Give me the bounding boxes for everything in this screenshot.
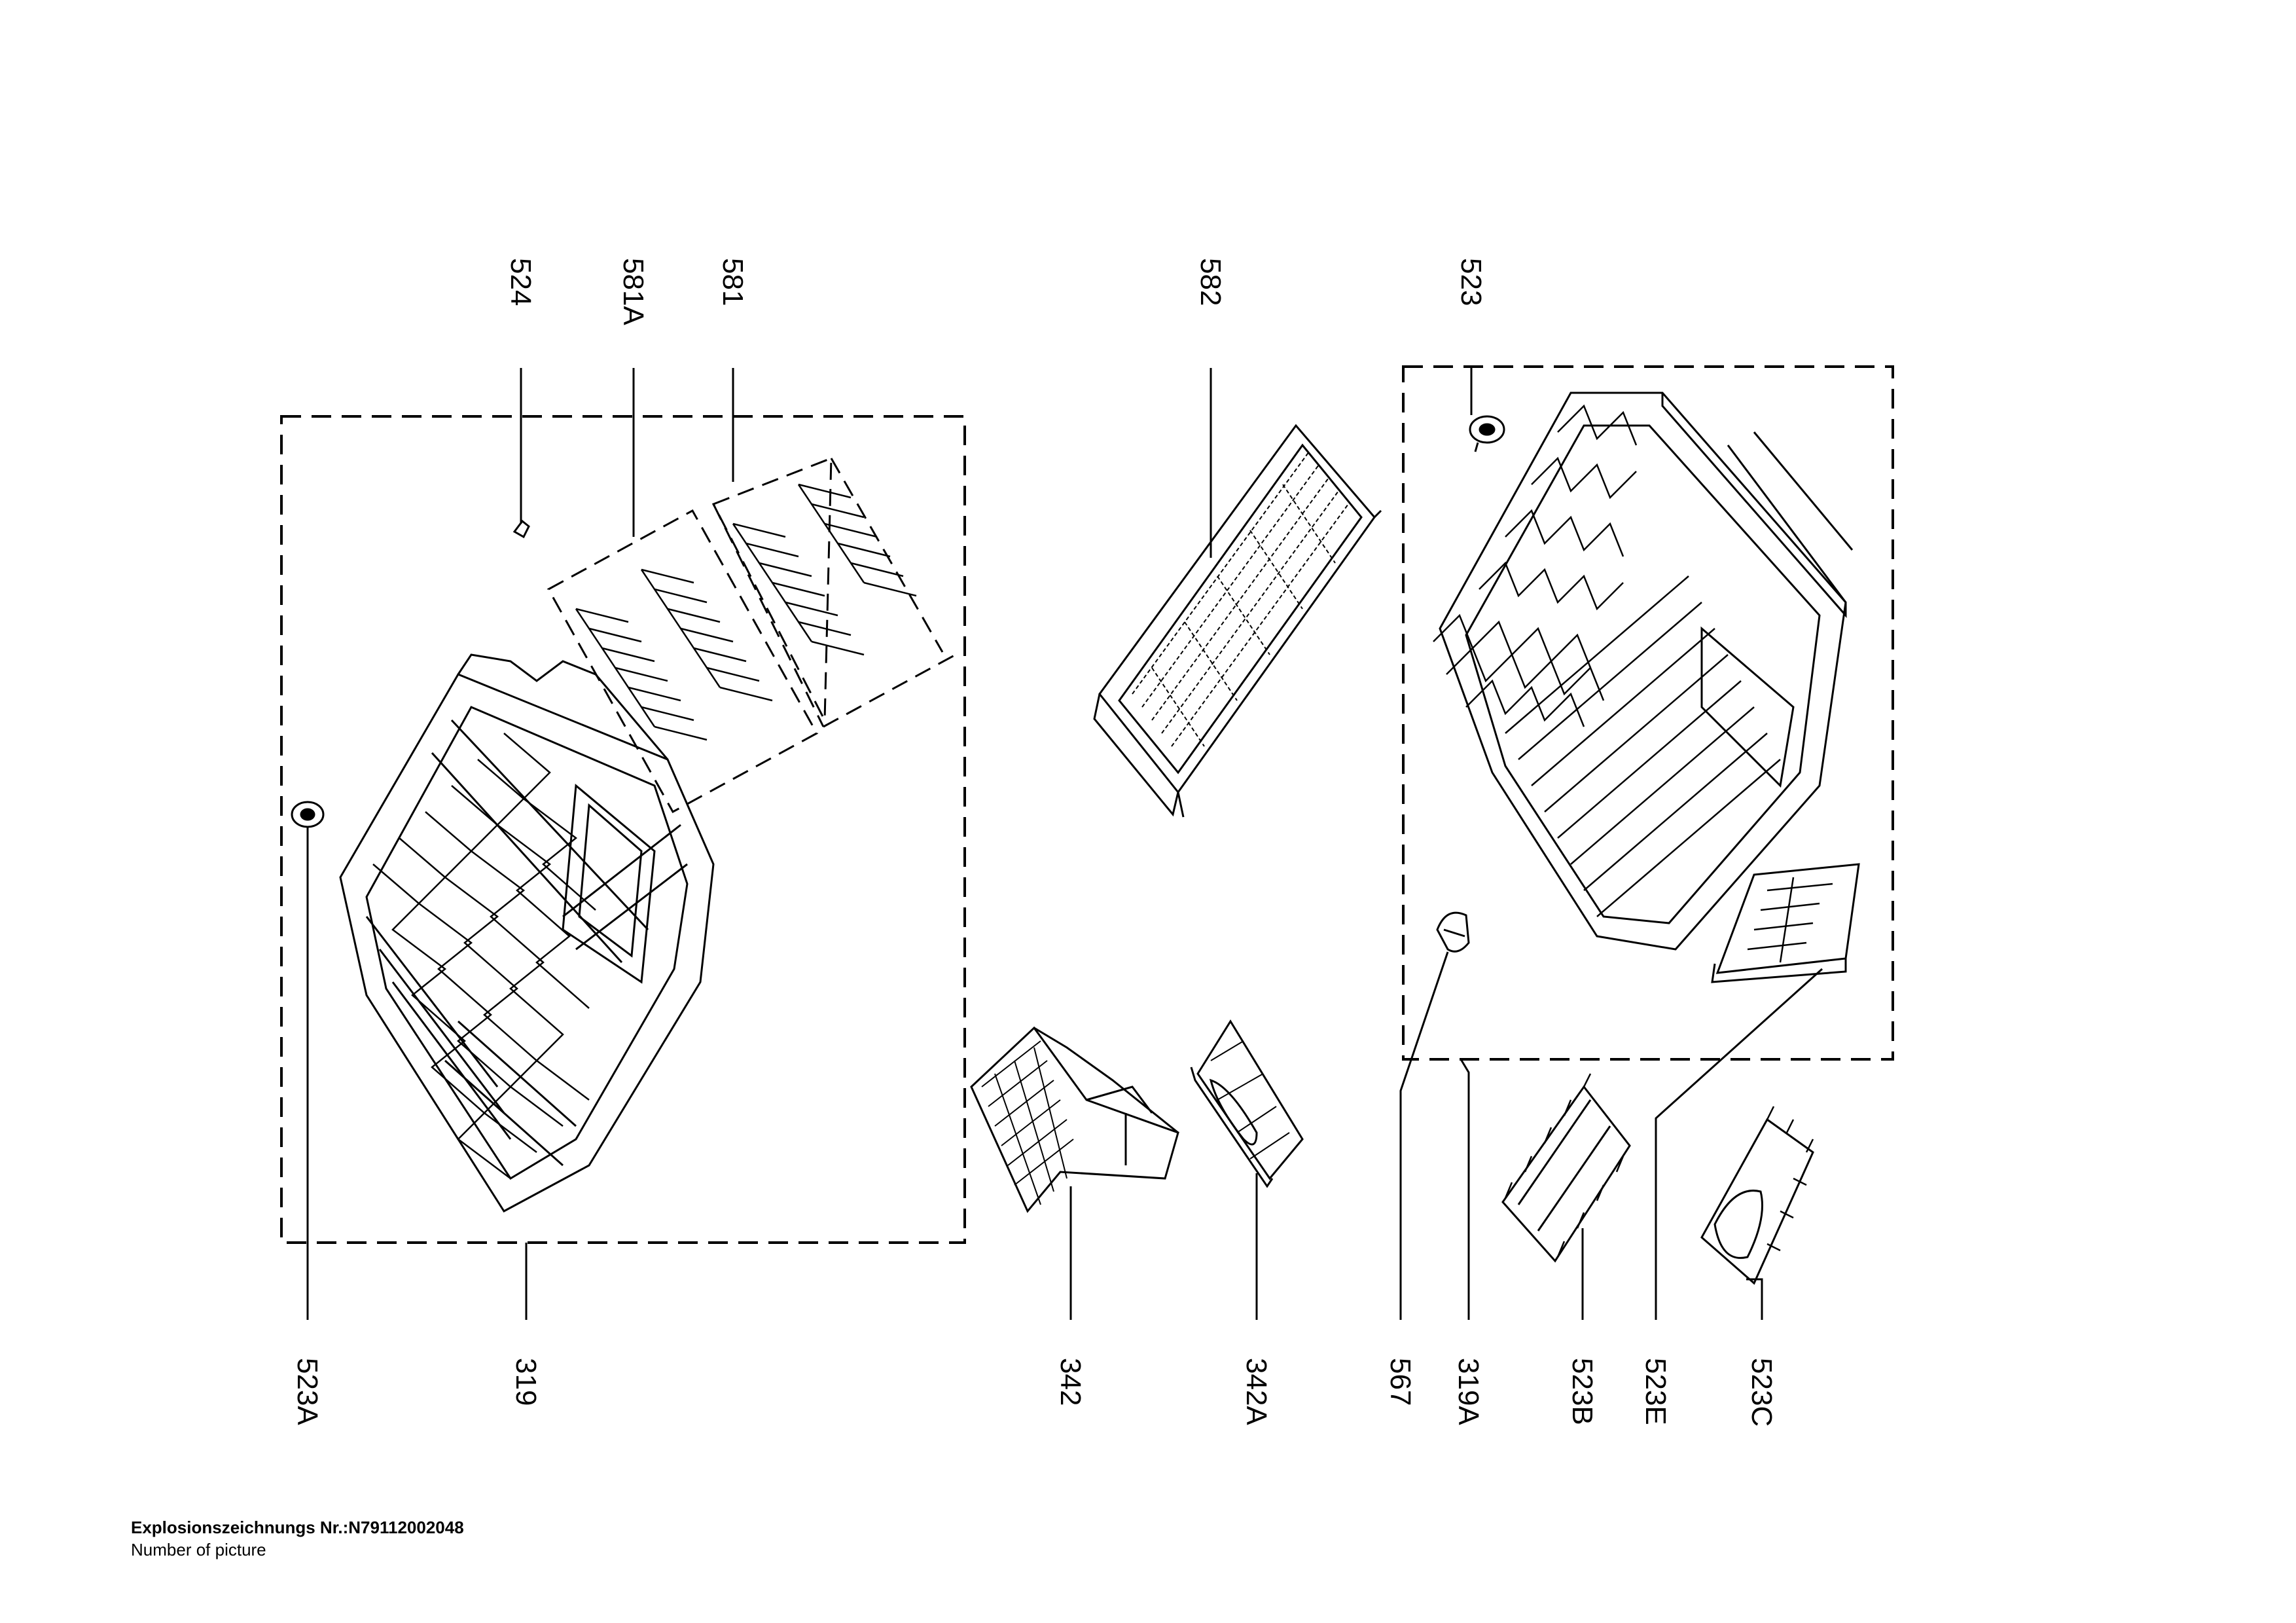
part-label-342: 342 — [1054, 1358, 1086, 1406]
insert-342A-drawing — [1190, 1019, 1304, 1188]
rack-523C-drawing — [1700, 1106, 1814, 1285]
lower-basket-drawing — [339, 653, 715, 1213]
tine-row-581A-drawing — [547, 509, 819, 814]
leader-lines — [306, 368, 1823, 1320]
part-label-524: 524 — [505, 258, 537, 306]
leader-523E — [1655, 968, 1823, 1320]
part-label-319: 319 — [510, 1358, 542, 1406]
side-piece-523E-drawing — [1711, 863, 1860, 983]
part-label-523E: 523E — [1640, 1358, 1672, 1425]
part-label-581A: 581A — [617, 258, 649, 325]
part-label-523B: 523B — [1566, 1358, 1598, 1425]
wheel-523A-drawing — [291, 801, 325, 828]
lower-basket-group-box — [280, 415, 966, 1244]
drawing-number: Explosionszeichnungs Nr.:N79112002048 — [131, 1518, 464, 1537]
part-label-523A: 523A — [291, 1358, 323, 1425]
cutlery-basket-342-drawing — [970, 1026, 1179, 1213]
upper-basket-drawing — [1433, 392, 1854, 951]
leader-319A — [1460, 1059, 1470, 1320]
part-label-523: 523 — [1455, 258, 1487, 306]
part-label-582: 582 — [1194, 258, 1227, 306]
rack-523B-drawing — [1501, 1073, 1631, 1263]
clip-524-drawing — [512, 519, 530, 539]
picture-caption: Number of picture — [131, 1540, 266, 1559]
part-label-319A: 319A — [1452, 1358, 1484, 1425]
upper-basket-group-box — [1402, 365, 1894, 1061]
hinge-567-drawing — [1436, 911, 1470, 953]
part-label-567: 567 — [1384, 1358, 1416, 1406]
wheel-523-drawing — [1469, 415, 1505, 452]
tine-row-581-drawing — [711, 456, 956, 728]
leader-567 — [1399, 951, 1449, 1320]
part-label-342A: 342A — [1240, 1358, 1272, 1425]
part-label-581: 581 — [717, 258, 749, 306]
cutlery-tray-582-drawing — [1093, 424, 1382, 818]
part-label-523C: 523C — [1746, 1358, 1778, 1427]
leader-523C — [1746, 1278, 1763, 1320]
